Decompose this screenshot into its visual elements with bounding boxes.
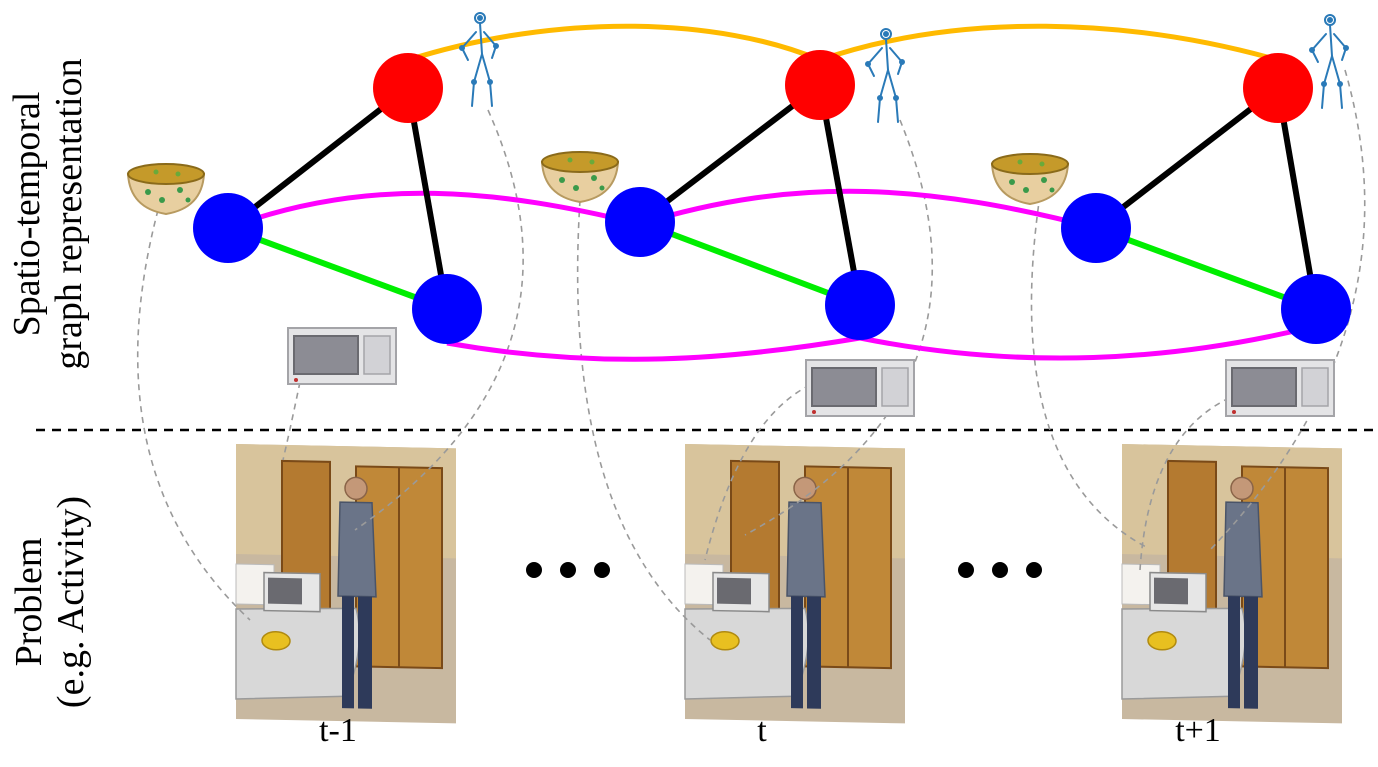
human-node-t-minus-1 bbox=[373, 53, 443, 123]
spatial-edges bbox=[226, 82, 1319, 312]
microwave-icon bbox=[1225, 359, 1335, 417]
bottom-section-label: Problem (e.g. Activity) bbox=[8, 492, 92, 712]
bottom-label-line1: Problem bbox=[8, 537, 50, 667]
frame-label-t-minus-1: t-1 bbox=[319, 712, 357, 749]
human-node-t-plus-1 bbox=[1243, 53, 1313, 123]
microwave-icon bbox=[287, 327, 397, 385]
frame-label-t: t bbox=[757, 712, 767, 749]
bottom-label-line2: (e.g. Activity) bbox=[50, 495, 92, 709]
top-label-line1: Spatio-temporal bbox=[6, 91, 48, 337]
skeleton-icon bbox=[1309, 14, 1349, 109]
frame-label-t-plus-1: t+1 bbox=[1175, 712, 1221, 749]
skeleton-icon bbox=[459, 12, 499, 107]
bowl-icon bbox=[991, 153, 1069, 205]
object-node-microwave-t bbox=[825, 270, 895, 340]
object-node-bowl-t-minus-1 bbox=[193, 193, 263, 263]
frame-photo-t bbox=[683, 442, 907, 725]
frame-photo-t-minus-1 bbox=[234, 442, 458, 725]
object-node-bowl-t bbox=[605, 187, 675, 257]
human-temporal-edges bbox=[407, 23, 1279, 63]
bowl-icon bbox=[127, 163, 205, 215]
frame-photo-t-plus-1 bbox=[1120, 442, 1344, 725]
object-node-microwave-t-plus-1 bbox=[1281, 274, 1351, 344]
object-temporal-edges bbox=[227, 188, 1317, 362]
graph-nodes bbox=[193, 50, 1351, 344]
ellipsis-dots bbox=[526, 562, 1042, 578]
object-node-bowl-t-plus-1 bbox=[1061, 193, 1131, 263]
top-label-line2: graph representation bbox=[48, 58, 90, 370]
microwave-icon bbox=[805, 359, 915, 417]
top-section-label: Spatio-temporal graph representation bbox=[6, 54, 90, 374]
human-node-t bbox=[785, 50, 855, 120]
object-node-microwave-t-minus-1 bbox=[412, 274, 482, 344]
bowl-icon bbox=[541, 151, 619, 203]
